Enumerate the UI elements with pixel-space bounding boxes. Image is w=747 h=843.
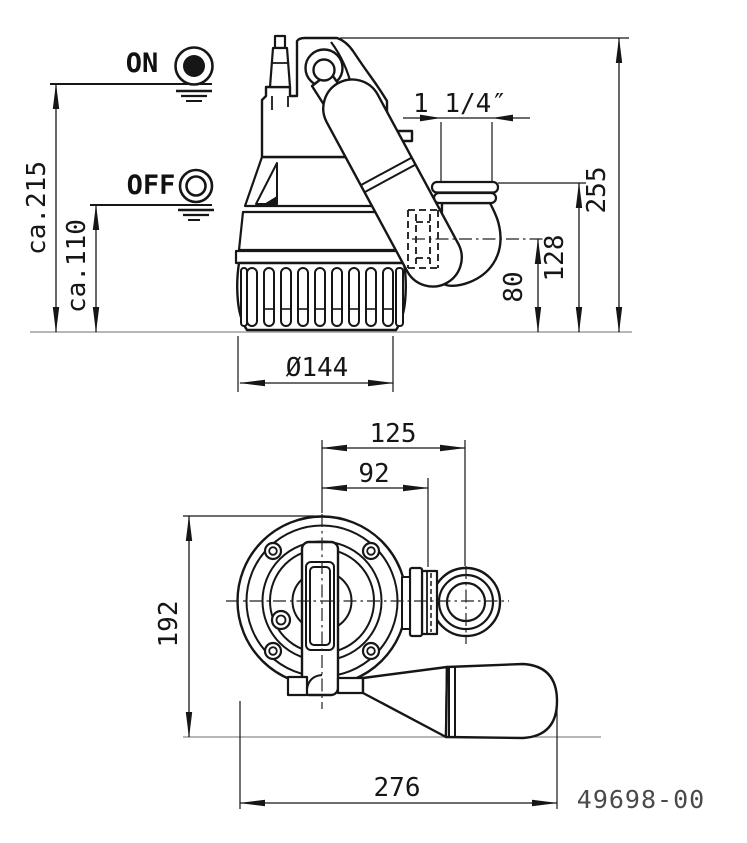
float-cone — [361, 665, 449, 739]
float-switch — [322, 78, 463, 288]
dim-outlet-flange-height: 128 — [540, 235, 570, 282]
float-band-2 — [364, 163, 416, 194]
off-switch-ring-icon — [185, 175, 207, 197]
plan-float-switch — [286, 662, 559, 740]
plan-handle — [300, 540, 340, 697]
side-view-dimensions: ca.215 ca.110 255 128 80 1 1/4″ Ø144 — [22, 37, 623, 392]
dim-on-level: ca.215 — [22, 161, 52, 255]
float-arm-plan — [336, 676, 365, 695]
cable-gland — [268, 34, 292, 110]
connector-ring-upper — [430, 180, 500, 194]
drawing-number: 49698-00 — [577, 785, 705, 814]
off-water-level: OFF — [90, 168, 214, 221]
dim-thread-size: 1 1/4″ — [413, 89, 507, 119]
dim-base-diameter: Ø144 — [286, 353, 349, 383]
connector-ring-lower — [432, 191, 498, 205]
float-body — [322, 78, 463, 288]
handle-eye-inner — [312, 58, 336, 82]
side-view: ON OFF ca.215 ca.110 255 128 80 — [22, 34, 632, 392]
off-label: OFF — [127, 170, 176, 201]
on-label: ON — [126, 48, 159, 79]
on-water-level: ON — [50, 46, 214, 102]
dim-body-depth: 192 — [154, 601, 184, 648]
casing-flange — [234, 249, 410, 265]
outlet-flange — [408, 566, 424, 638]
bracket-fillet — [306, 674, 323, 690]
plan-view: 125 92 192 276 — [154, 419, 601, 809]
float-body-plan — [444, 662, 559, 740]
plan-outlet — [401, 566, 502, 638]
strainer-slots — [240, 267, 404, 327]
gusset-shadow — [264, 196, 277, 204]
pivot-bracket — [286, 675, 309, 697]
on-switch-dot-icon — [183, 55, 205, 77]
vent-hole — [270, 609, 292, 631]
plan-view-dimensions: 125 92 192 276 — [154, 419, 558, 809]
dim-outlet-center-height: 80 — [499, 271, 529, 302]
dim-overall-length: 276 — [374, 773, 421, 803]
dim-outlet-center-offset: 125 — [370, 419, 417, 449]
dim-total-height: 255 — [582, 167, 612, 214]
screw-bosses — [263, 541, 381, 661]
outlet-tab — [401, 576, 411, 630]
thread-section — [420, 569, 439, 636]
dim-thread-offset: 92 — [358, 459, 389, 489]
dim-off-level: ca.110 — [62, 219, 92, 313]
float-band-1 — [360, 156, 413, 187]
